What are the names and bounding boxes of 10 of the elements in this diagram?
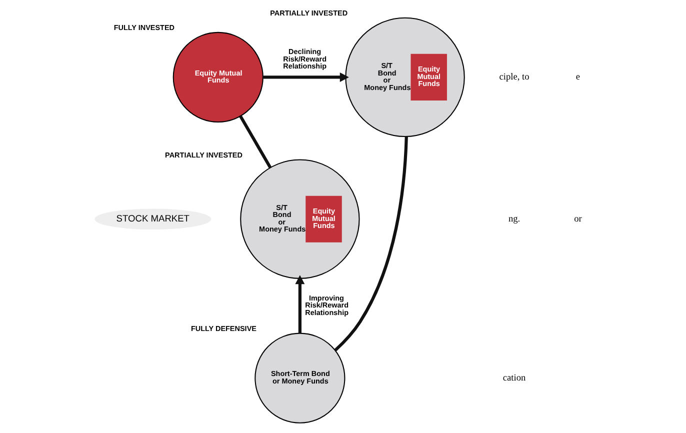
label: or xyxy=(574,214,582,224)
connector xyxy=(334,136,408,352)
label: ciple, to xyxy=(498,72,529,82)
arrow xyxy=(294,275,304,334)
label: STOCK MARKET xyxy=(116,213,190,224)
label: e xyxy=(575,72,580,82)
label: ng. xyxy=(508,214,520,224)
label: cation xyxy=(502,373,526,384)
connector xyxy=(238,115,272,168)
arrow xyxy=(262,72,348,82)
